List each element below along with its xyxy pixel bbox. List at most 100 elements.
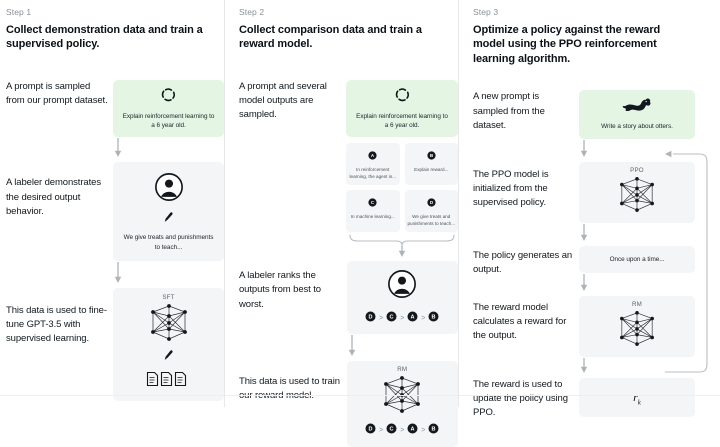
step-3-caption-2: The PPO model is initialized from the su… — [473, 168, 549, 209]
svg-text:A: A — [411, 427, 415, 433]
step-2-kicker: Step 2 — [239, 7, 265, 17]
otter-icon — [587, 97, 687, 117]
step-3-lane-4: RM — [579, 295, 695, 380]
prompt-card[interactable]: Explain reinforcement learning to a 6 ye… — [346, 79, 458, 138]
rank-separator: > — [400, 426, 405, 434]
step-2-caption-3: This data is used to train our reward mo… — [239, 376, 340, 401]
labeler-demo-card[interactable]: We give treats and punishments to teach.… — [113, 162, 224, 261]
step-3-lane-2: PPO — [579, 161, 695, 248]
svg-text:B: B — [430, 153, 434, 158]
rank-separator: > — [421, 314, 426, 322]
step-2-lane-2: D > C > — [346, 261, 458, 363]
output-option-d-text: We give treats and punishments to teach.… — [407, 214, 456, 226]
step-2-title: Collect comparison data and train a rewa… — [239, 23, 422, 51]
arrow-down-icon — [579, 139, 695, 164]
pencil-icon — [121, 211, 216, 229]
sft-model-card[interactable]: SFT — [113, 287, 224, 401]
documents-icon — [121, 371, 216, 392]
rm-model-card[interactable]: RM — [579, 295, 695, 357]
prompt-card-text: Explain reinforcement learning to a 6 ye… — [122, 112, 215, 130]
new-prompt-card[interactable]: Write a story about otters. — [579, 90, 695, 139]
arrow-down-icon — [579, 223, 695, 248]
step-1-caption-3: This data is used to fine-tune GPT-3.5 w… — [6, 304, 107, 345]
labeler-icon — [121, 172, 216, 207]
step-3-title: Optimize a policy against the reward mod… — [473, 23, 661, 65]
neural-net-icon — [355, 375, 450, 418]
step-1-lane-3: SFT — [113, 287, 224, 401]
rank-badge-4-icon: B — [428, 309, 439, 327]
rank-badge-4-icon: B — [428, 421, 439, 439]
step-3-caption-1: A new prompt is sampled from the dataset… — [473, 91, 545, 131]
output-option-d[interactable]: D We give treats and punishments to teac… — [404, 190, 458, 232]
svg-text:D: D — [369, 427, 373, 433]
svg-text:A: A — [411, 315, 415, 321]
prompt-card[interactable]: Explain reinforcement learning to a 6 ye… — [113, 79, 224, 138]
output-option-b[interactable]: B Explain reward... — [404, 143, 458, 186]
column-bottom-rule — [459, 395, 720, 396]
ranking-row-rm: D > C > — [355, 421, 450, 439]
rank-badge-3-icon: A — [407, 309, 418, 327]
arrow-down-icon — [579, 273, 695, 298]
step-3-flow: A new prompt is sampled from the dataset… — [473, 90, 720, 420]
svg-text:C: C — [390, 427, 394, 433]
brace-merge-icon — [346, 233, 458, 264]
step-1-lane-2: We give treats and punishments to teach.… — [113, 162, 224, 290]
step-3-caption-3: The policy generates an output. — [473, 249, 573, 275]
option-badge-b-icon: B — [408, 147, 456, 165]
rank-badge-2-icon: C — [386, 309, 397, 327]
arrow-down-icon — [579, 357, 695, 380]
step-2-column: Step 2 Collect comparison data and train… — [224, 0, 458, 447]
option-badge-d-icon: D — [408, 194, 456, 212]
output-option-b-text: Explain reward... — [414, 167, 449, 173]
ranking-row: D > C > — [355, 309, 450, 327]
sft-label: SFT — [162, 293, 175, 301]
rm-model-card[interactable]: RM — [346, 361, 458, 447]
step-2-caption-1: A prompt and several model outputs are s… — [239, 80, 327, 121]
neural-net-icon — [587, 310, 687, 351]
output-option-c[interactable]: C In machine learning... — [346, 190, 400, 232]
generated-output-text: Once upon a time... — [609, 255, 665, 263]
rank-separator: > — [379, 426, 384, 434]
column-bottom-rule — [225, 395, 458, 396]
svg-text:B: B — [432, 427, 436, 433]
neural-net-icon — [121, 303, 216, 346]
new-prompt-text: Write a story about otters. — [601, 123, 673, 131]
ppo-label: PPO — [630, 166, 644, 174]
labeler-demo-text: We give treats and punishments to teach.… — [123, 234, 214, 251]
output-option-a[interactable]: A In reinforcement learning, the agent i… — [346, 143, 400, 186]
step-2-caption-2: A labeler ranks the outputs from best to… — [239, 270, 321, 310]
rank-badge-2-icon: C — [386, 421, 397, 439]
step-3-caption-4: The reward model calculates a reward for… — [473, 301, 567, 342]
output-option-a-text: In reinforcement learning, the agent is.… — [349, 167, 396, 179]
ppo-model-card[interactable]: PPO — [579, 161, 695, 223]
svg-text:C: C — [390, 315, 394, 321]
step-2-lane-1: Explain reinforcement learning to a 6 ye… — [346, 79, 458, 264]
column-bottom-rule — [0, 395, 224, 396]
rank-badge-1-icon: D — [365, 421, 376, 439]
recycle-icon — [121, 87, 216, 107]
reward-symbol-subscript: k — [637, 398, 641, 407]
rank-badge-1-icon: D — [365, 309, 376, 327]
rm-label: RM — [397, 366, 408, 373]
neural-net-icon — [587, 176, 687, 217]
arrow-down-icon — [113, 137, 224, 164]
output-option-c-text: In machine learning... — [350, 214, 395, 220]
reward-symbol-base: r — [633, 389, 638, 404]
rank-separator: > — [421, 426, 426, 434]
reward-value-card[interactable]: rk — [579, 377, 695, 418]
arrow-down-icon — [347, 334, 458, 363]
rank-badge-3-icon: A — [407, 421, 418, 439]
step-3-lane-5: rk — [579, 377, 695, 418]
labeler-rank-card[interactable]: D > C > — [346, 261, 458, 334]
step-2-flow: A prompt and several model outputs are s… — [239, 79, 458, 447]
step-3-lane-3: Once upon a time... — [579, 245, 695, 298]
generated-output-card[interactable]: Once upon a time... — [579, 245, 695, 273]
step-1-kicker: Step 1 — [6, 7, 32, 17]
step-3-kicker: Step 3 — [473, 7, 499, 17]
rm-label: RM — [631, 300, 643, 308]
step-1-flow: A prompt is sampled from our prompt data… — [6, 79, 224, 401]
labeler-icon — [355, 269, 450, 304]
step-1-lane-1: Explain reinforcement learning to a 6 ye… — [113, 79, 224, 165]
step-1-title: Collect demonstration data and train a s… — [6, 23, 203, 51]
